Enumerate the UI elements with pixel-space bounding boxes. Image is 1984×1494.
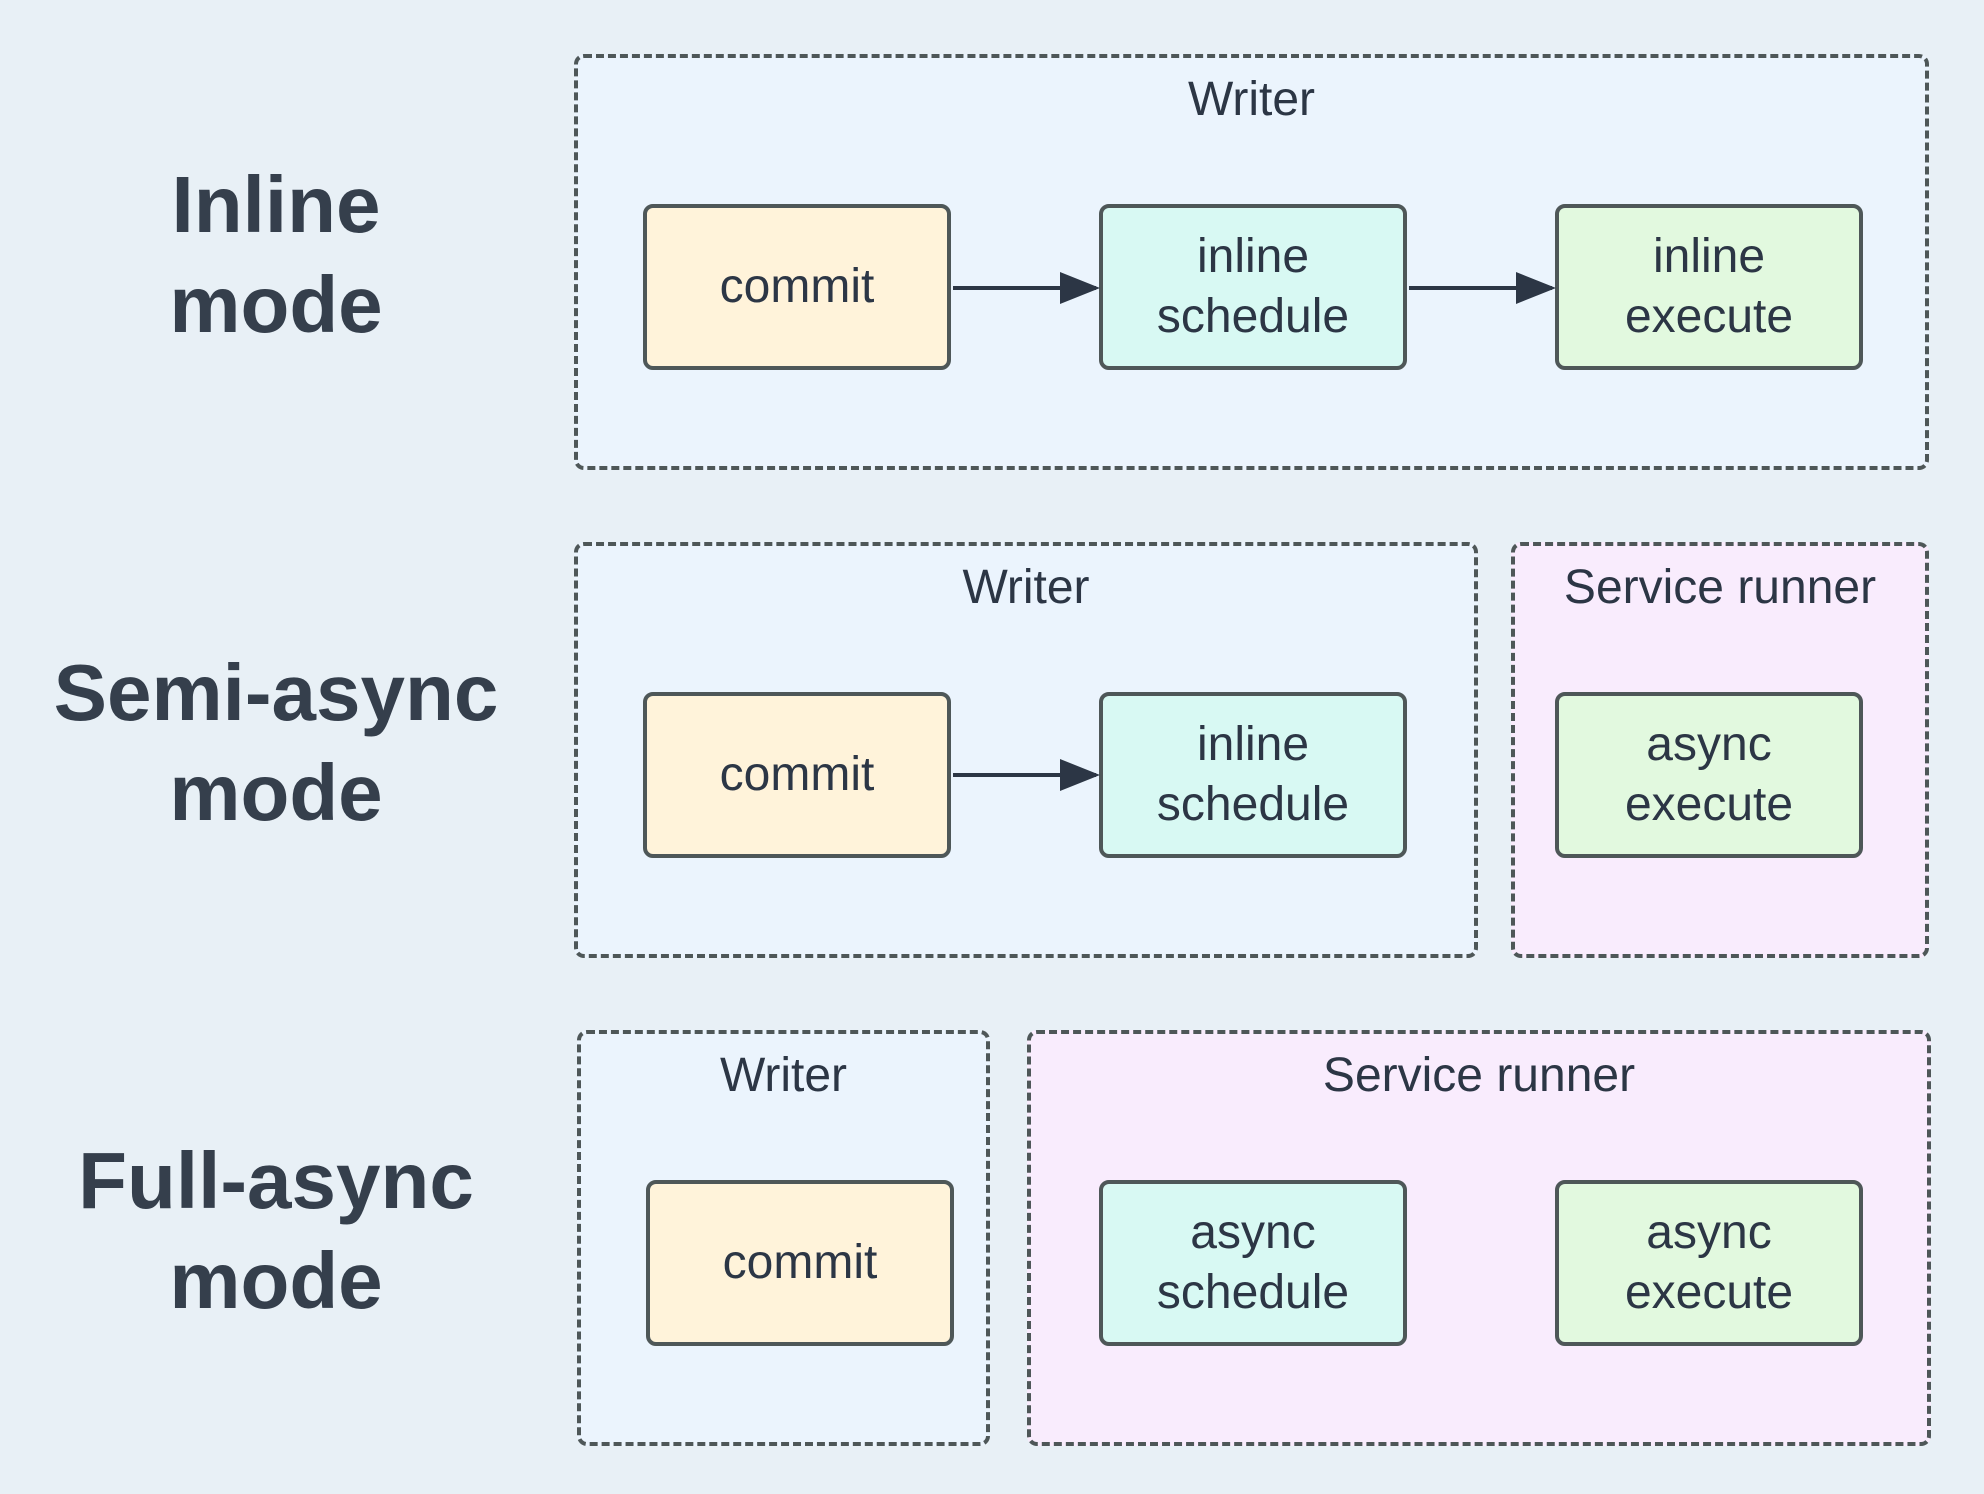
inline-commit-box: commit	[643, 204, 951, 370]
full-async-execute-box: async execute	[1555, 1180, 1863, 1346]
semi-async-mode-label: Semi-async mode	[0, 643, 552, 843]
full-async-schedule-label-line1: async	[1190, 1206, 1316, 1259]
inline-schedule-label-line1: inline	[1196, 230, 1310, 283]
full-async-mode-label-line1: Full-async	[78, 1136, 474, 1225]
full-async-service-runner-title: Service runner	[1322, 1049, 1636, 1102]
inline-mode-label-line2: mode	[169, 260, 383, 349]
inline-schedule-box: inline schedule	[1099, 204, 1407, 370]
inline-mode-label-line1: Inline	[171, 160, 381, 249]
semi-async-execute-box: async execute	[1555, 692, 1863, 858]
semi-async-execute-label-line2: execute	[1624, 778, 1794, 831]
semi-async-mode-label-line1: Semi-async	[53, 648, 499, 737]
inline-execute-box: inline execute	[1555, 204, 1863, 370]
full-async-schedule-box: async schedule	[1099, 1180, 1407, 1346]
full-async-execute-label-line1: async	[1646, 1206, 1772, 1259]
inline-commit-label: commit	[719, 260, 875, 313]
inline-schedule-label-line2: schedule	[1156, 290, 1350, 343]
full-async-mode-label: Full-async mode	[0, 1131, 552, 1331]
inline-execute-label-line1: inline	[1652, 230, 1766, 283]
semi-async-execute-label-line1: async	[1646, 718, 1772, 771]
full-async-mode-label-line2: mode	[169, 1236, 383, 1325]
full-async-execute-label-line2: execute	[1624, 1266, 1794, 1319]
semi-async-schedule-label-line1: inline	[1196, 718, 1310, 771]
semi-async-commit-label: commit	[719, 748, 875, 801]
semi-async-commit-box: commit	[643, 692, 951, 858]
semi-async-schedule-label-line2: schedule	[1156, 778, 1350, 831]
full-async-schedule-label-line2: schedule	[1156, 1266, 1350, 1319]
inline-writer-title: Writer	[1187, 73, 1316, 126]
full-async-commit-box: commit	[646, 1180, 954, 1346]
semi-async-writer-title: Writer	[962, 561, 1090, 614]
semi-async-schedule-box: inline schedule	[1099, 692, 1407, 858]
full-async-writer-title: Writer	[719, 1049, 848, 1102]
semi-async-service-runner-title: Service runner	[1563, 561, 1877, 614]
inline-mode-label: Inline mode	[0, 155, 552, 355]
inline-execute-label-line2: execute	[1624, 290, 1794, 343]
semi-async-mode-label-line2: mode	[169, 748, 383, 837]
full-async-commit-label: commit	[722, 1236, 878, 1289]
